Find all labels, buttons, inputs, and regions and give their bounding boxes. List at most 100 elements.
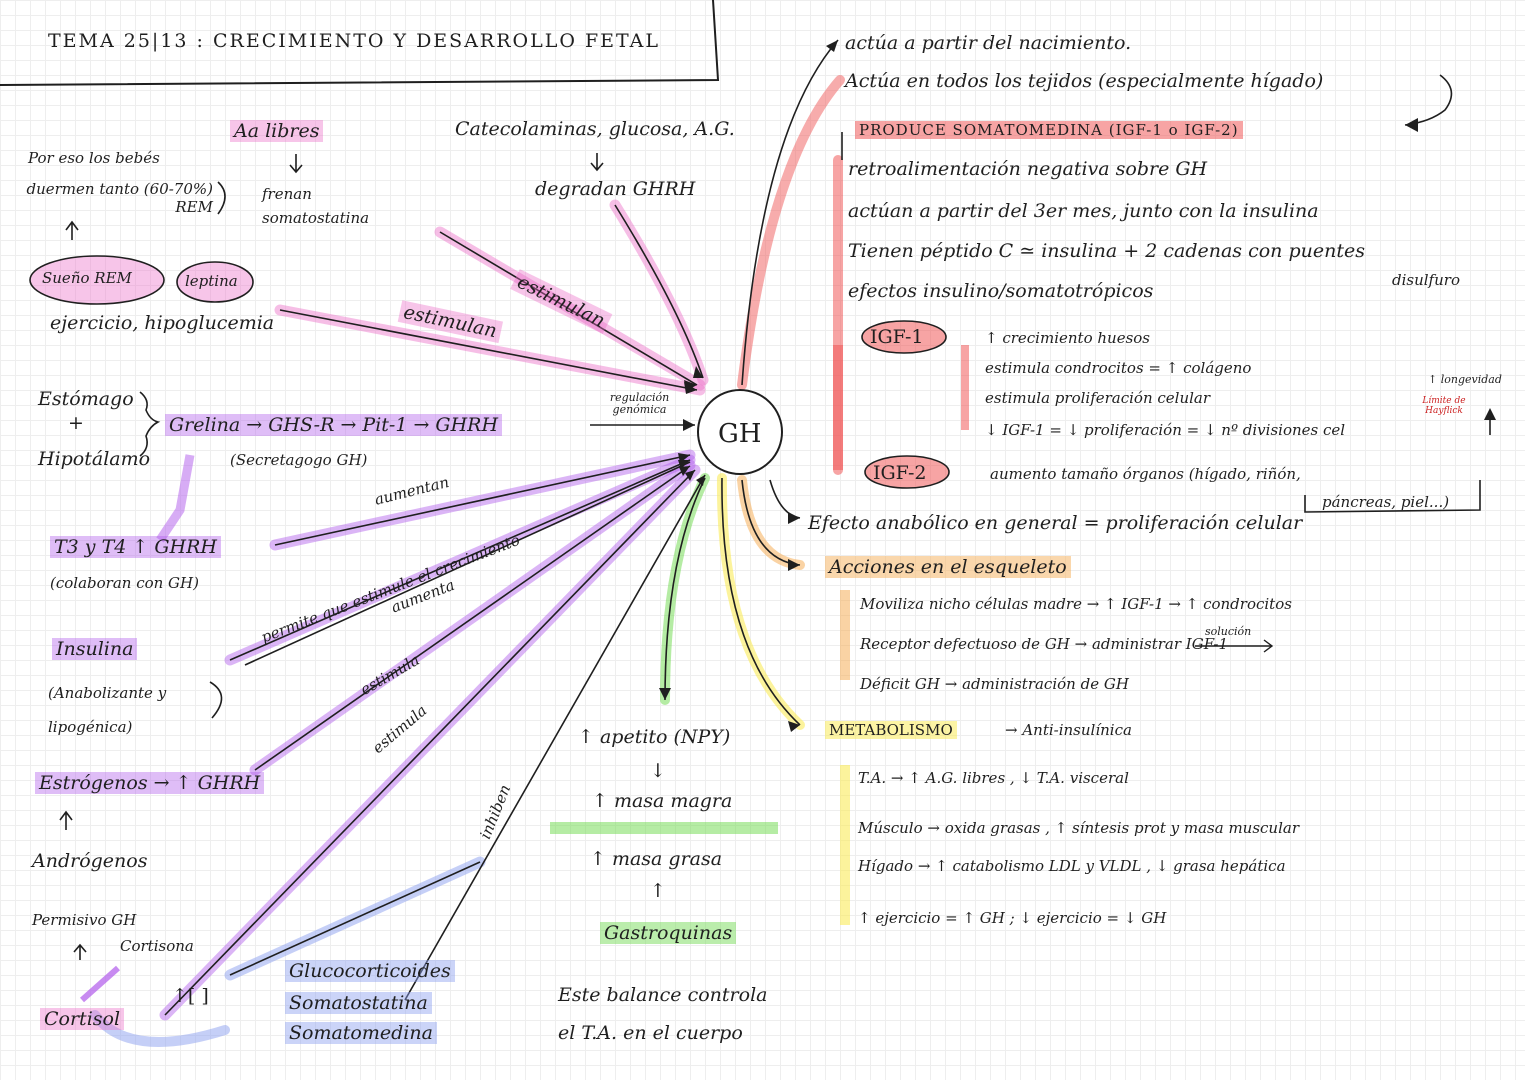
arrow-tejidos-curl bbox=[1404, 74, 1453, 126]
gh-label: GH bbox=[718, 419, 762, 449]
left-arrows bbox=[164, 204, 706, 1016]
right-arrows bbox=[664, 39, 1491, 726]
efecto-anabolico: Efecto anabólico en general = proliferac… bbox=[808, 512, 1303, 534]
concentracion-up: ↑[ ] bbox=[172, 985, 209, 1007]
leptina-oval bbox=[176, 261, 254, 303]
anabolizante: (Anabolizante y lipogénica) bbox=[48, 684, 167, 736]
masa-magra: ↑ masa magra bbox=[592, 790, 733, 812]
arrow-insulina bbox=[244, 461, 691, 666]
frenan-somatostatina: frenan somatostatina bbox=[262, 185, 370, 227]
arrow-metabolismo bbox=[721, 477, 801, 726]
arrow-up-andro bbox=[59, 810, 73, 830]
tercer-mes: actúan a partir del 3er mes, junto con l… bbox=[848, 200, 1319, 222]
anti-insulinica: → Anti-insulínica bbox=[1005, 721, 1132, 739]
hl-grelina-arrow bbox=[156, 454, 195, 543]
igf2-oval bbox=[864, 455, 950, 489]
igf1-huesos: ↑ crecimiento huesos bbox=[985, 329, 1150, 347]
somatostatina: Somatostatina bbox=[285, 992, 432, 1014]
esqueleto-receptor: Receptor defectuoso de GH → administrar … bbox=[860, 635, 1229, 653]
igf2-organos: aumento tamaño órganos (hígado, riñón, bbox=[990, 465, 1301, 483]
igf1-proliferacion: estimula proliferación celular bbox=[985, 389, 1211, 407]
esqueleto-nicho: Moviliza nicho células madre → ↑ IGF-1 →… bbox=[860, 595, 1292, 613]
androgenos: Andrógenos bbox=[32, 850, 148, 872]
arrow-up-permisivo bbox=[73, 943, 87, 960]
igf1-label: IGF-1 bbox=[870, 326, 924, 348]
sueno-rem: Sueño REM bbox=[42, 269, 132, 287]
arrow-gluco-join bbox=[229, 861, 481, 976]
apetito: ↑ apetito (NPY) bbox=[578, 726, 731, 748]
retroalimentacion: retroalimentación negativa sobre GH bbox=[848, 158, 1208, 180]
actua-nacimiento: actúa a partir del nacimiento. bbox=[845, 32, 1132, 54]
produce-somatomedina: PRODUCE SOMATOMEDINA (IGF-1 o IGF-2) bbox=[855, 121, 1243, 139]
permisivo-gh: Permisivo GH bbox=[32, 911, 137, 929]
solucion-label: solución bbox=[1205, 625, 1252, 638]
arrow-heads bbox=[659, 40, 1496, 732]
arrow-down-apetito: ↓ bbox=[650, 760, 666, 782]
arrow-catecolaminas bbox=[614, 204, 704, 379]
igf1-condrocitos: estimula condrocitos = ↑ colágeno bbox=[985, 359, 1252, 377]
arrow-t3t4 bbox=[274, 454, 691, 546]
metabolismo-ta: T.A. → ↑ A.G. libres , ↓ T.A. visceral bbox=[858, 769, 1129, 787]
arrow-up-sueno bbox=[65, 220, 79, 240]
arrow-gluco bbox=[404, 474, 706, 1001]
brace-bebes bbox=[217, 181, 226, 215]
arrow-aa bbox=[439, 231, 698, 386]
glucocorticoides: Glucocorticoides bbox=[285, 960, 455, 982]
arrow-apetito bbox=[664, 477, 706, 701]
ejercicio-hipoglucemia: ejercicio, hipoglucemia bbox=[50, 312, 275, 334]
insulina: Insulina bbox=[52, 638, 138, 660]
masa-grasa: ↑ masa grasa bbox=[590, 848, 723, 870]
hl-cortisol-loop bbox=[90, 1010, 230, 1047]
metabolismo-label: METABOLISMO bbox=[825, 721, 957, 739]
regulacion-genomica: regulación genómica bbox=[609, 391, 670, 416]
page-title: TEMA 25|13 : CRECIMIENTO Y DESARROLLO FE… bbox=[48, 30, 660, 52]
bracket-igf2 bbox=[1304, 480, 1481, 513]
longevidad: ↑ longevidad bbox=[1428, 373, 1502, 386]
arrow-efecto bbox=[769, 479, 801, 519]
metabolismo-higado: Hígado → ↑ catabolismo LDL y VLDL , ↓ gr… bbox=[858, 857, 1286, 875]
degradan-ghrh: degradan GHRH bbox=[535, 178, 696, 200]
arrow-cortisol bbox=[164, 469, 696, 1016]
esqueleto-deficit: Déficit GH → administración de GH bbox=[860, 675, 1129, 693]
arrow-down-cate bbox=[590, 153, 604, 172]
limite-hayflick: Límite de Hayflick bbox=[1422, 396, 1466, 416]
disulfuro: disulfuro bbox=[1392, 271, 1460, 289]
plus-sign: + bbox=[68, 412, 84, 434]
hipotalamo: Hipotálamo bbox=[38, 448, 151, 470]
bebes-line1: Por eso los bebés bbox=[28, 149, 160, 167]
cortisol: Cortisol bbox=[40, 1008, 125, 1030]
solucion-arrow bbox=[1195, 639, 1274, 653]
colaboran-gh: (colaboran con GH) bbox=[50, 574, 199, 592]
header-box bbox=[0, 0, 720, 86]
metabolismo-ejercicio: ↑ ejercicio = ↑ GH ; ↓ ejercicio = ↓ GH bbox=[858, 909, 1167, 927]
arrow-esqueleto bbox=[741, 479, 801, 566]
arrow-sueno bbox=[279, 309, 698, 391]
gh-circle bbox=[697, 389, 783, 475]
brace-estomago bbox=[139, 391, 161, 457]
arrow-nacimiento bbox=[741, 39, 839, 386]
sueno-oval bbox=[29, 255, 165, 305]
estrogenos: Estrógenos → ↑ GHRH bbox=[35, 772, 265, 794]
secretagogo: (Secretagogo GH) bbox=[230, 451, 368, 469]
igf2-organos-2: páncreas, piel...) bbox=[1322, 493, 1450, 511]
efectos-insulino: efectos insulino/somatotrópicos bbox=[848, 280, 1154, 302]
metabolismo-musculo: Músculo → oxida grasas , ↑ síntesis prot… bbox=[858, 819, 1299, 837]
arrow-permite bbox=[229, 459, 691, 661]
gastroquinas: Gastroquinas bbox=[600, 922, 737, 944]
catecolaminas: Catecolaminas, glucosa, A.G. bbox=[455, 118, 735, 140]
hl-arrow-red-top bbox=[737, 75, 845, 390]
brace-insulina bbox=[209, 681, 223, 719]
arrow-estrogenos bbox=[254, 465, 691, 771]
grelina-chain: Grelina → GHS-R → Pit-1 → GHRH bbox=[165, 414, 503, 436]
actua-tejidos: Actúa en todos los tejidos (especialment… bbox=[845, 70, 1324, 92]
bebes-line2: duermen tanto (60-70%) REM bbox=[26, 180, 214, 216]
aa-libres: Aa libres bbox=[230, 120, 324, 142]
arrow-cortisona-v bbox=[80, 965, 120, 1003]
cortisona: Cortisona bbox=[120, 937, 194, 955]
leptina: leptina bbox=[185, 272, 238, 290]
igf2-label: IGF-2 bbox=[873, 462, 927, 484]
arrow-up-grasa: ↑ bbox=[650, 880, 666, 902]
acciones-esqueleto: Acciones en el esqueleto bbox=[825, 556, 1071, 578]
peptido-c: Tienen péptido C ≃ insulina + 2 cadenas … bbox=[848, 240, 1365, 262]
